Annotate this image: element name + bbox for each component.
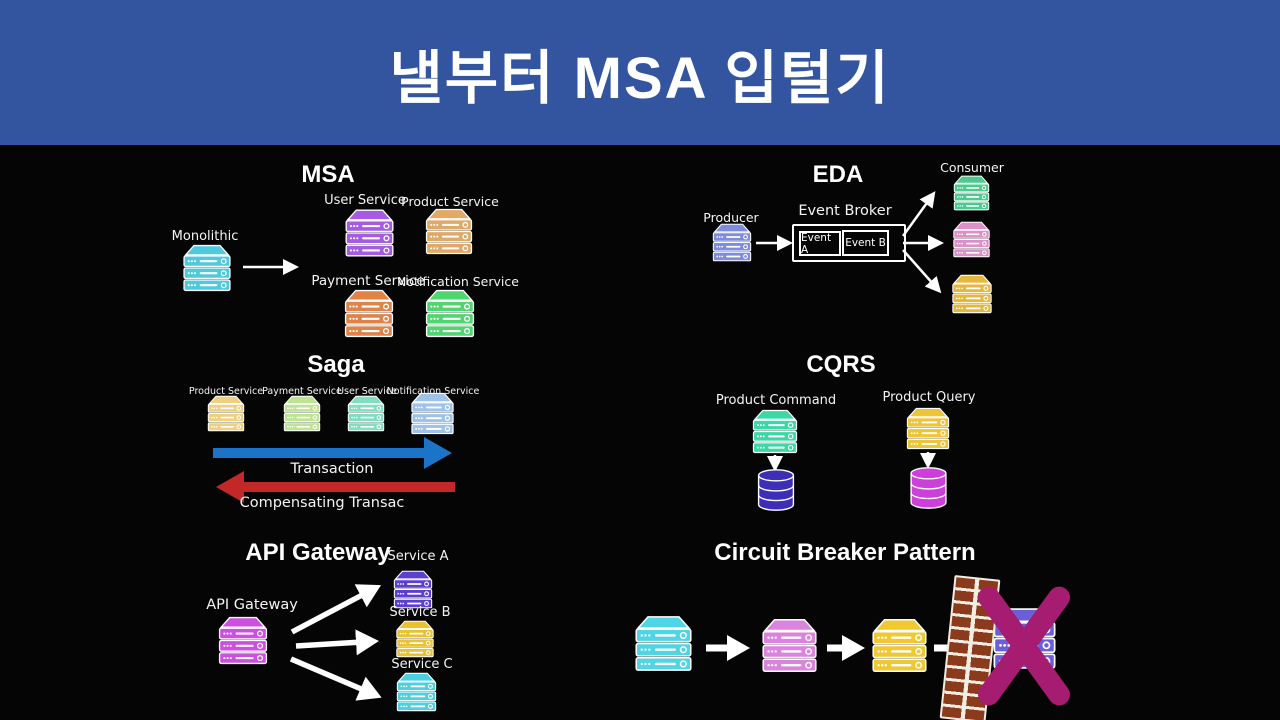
product-command-server-icon xyxy=(748,409,802,454)
command-database-icon xyxy=(750,468,802,512)
product-command-label: Product Command xyxy=(715,393,837,408)
cqrs-section-title: CQRS xyxy=(806,351,876,378)
service-a-label: Service A xyxy=(387,549,449,564)
compensating-transaction-label: Compensating Transac xyxy=(239,495,405,511)
msa-notification-service-server-icon xyxy=(422,289,478,338)
service-c-label: Service C xyxy=(391,657,453,672)
transaction-label: Transaction xyxy=(290,461,374,477)
saga-product-service-server-icon xyxy=(202,395,250,432)
circuit-breaker-section-title: Circuit Breaker Pattern xyxy=(714,539,976,566)
producer-label: Producer xyxy=(703,210,759,225)
msa-product-service-server-icon xyxy=(423,208,475,255)
msa-user-service-server-icon xyxy=(343,208,396,258)
eda-section-title: EDA xyxy=(812,161,864,188)
product-query-server-icon xyxy=(903,407,953,450)
slide-title: 낼부터 MSA 입털기 xyxy=(389,45,891,111)
gateway-service-b-arrow xyxy=(295,629,379,656)
saga-user-service-server-icon xyxy=(342,395,390,432)
eda-broker-consumer1-arrow xyxy=(901,191,936,237)
product-query-label: Product Query xyxy=(882,390,976,405)
saga-payment-service-server-icon xyxy=(278,395,326,432)
api-gateway-label: API Gateway xyxy=(206,597,298,613)
saga-notification-service-label: Notification Service xyxy=(386,386,480,397)
api-gateway-section-title: API Gateway xyxy=(245,539,391,566)
circuit-server-3-icon xyxy=(866,618,933,673)
title-banner: 낼부터 MSA 입털기 xyxy=(0,0,1280,145)
msa-section-title: MSA xyxy=(301,161,355,188)
eda-broker-consumer3-arrow xyxy=(902,249,942,294)
monolithic-server-icon xyxy=(180,244,234,292)
msa-payment-service-label: Payment Service xyxy=(311,273,425,289)
x-mark-icon xyxy=(978,586,1070,706)
gateway-service-c-arrow xyxy=(289,656,382,701)
gateway-service-a-arrow xyxy=(290,584,382,635)
saga-product-service-label: Product Service xyxy=(188,386,264,397)
saga-section-title: Saga xyxy=(307,351,365,378)
msa-payment-service-server-icon xyxy=(341,289,397,338)
service-b-server-icon xyxy=(391,620,439,658)
consumer-2-server-icon xyxy=(950,221,993,258)
msa-notification-service-label: Notification Service xyxy=(397,274,519,289)
monolithic-label: Monolithic xyxy=(171,229,239,244)
producer-server-icon xyxy=(710,223,754,262)
event-b-box: Event B xyxy=(842,230,889,256)
api-gateway-server-icon xyxy=(214,616,272,665)
saga-payment-service-label: Payment Service xyxy=(262,386,342,397)
saga-user-service-label: User Service xyxy=(337,386,397,397)
circuit-server-1-icon xyxy=(628,615,699,672)
consumer-label: Consumer xyxy=(940,160,1004,175)
consumer-3-server-icon xyxy=(948,274,996,314)
saga-notification-service-server-icon xyxy=(406,392,459,435)
service-a-server-icon xyxy=(388,570,438,609)
event-broker-label: Event Broker xyxy=(798,203,892,219)
msa-product-service-label: Product Service xyxy=(401,194,499,209)
service-b-label: Service B xyxy=(389,605,451,620)
event-a-box: Event A xyxy=(799,231,841,256)
circuit-server-2-icon xyxy=(756,618,823,673)
msa-user-service-label: User Service xyxy=(324,193,406,208)
consumer-1-server-icon xyxy=(950,175,993,211)
query-database-icon xyxy=(903,466,954,510)
service-c-server-icon xyxy=(392,672,441,712)
event-broker-box: Event A Event B xyxy=(792,224,906,262)
